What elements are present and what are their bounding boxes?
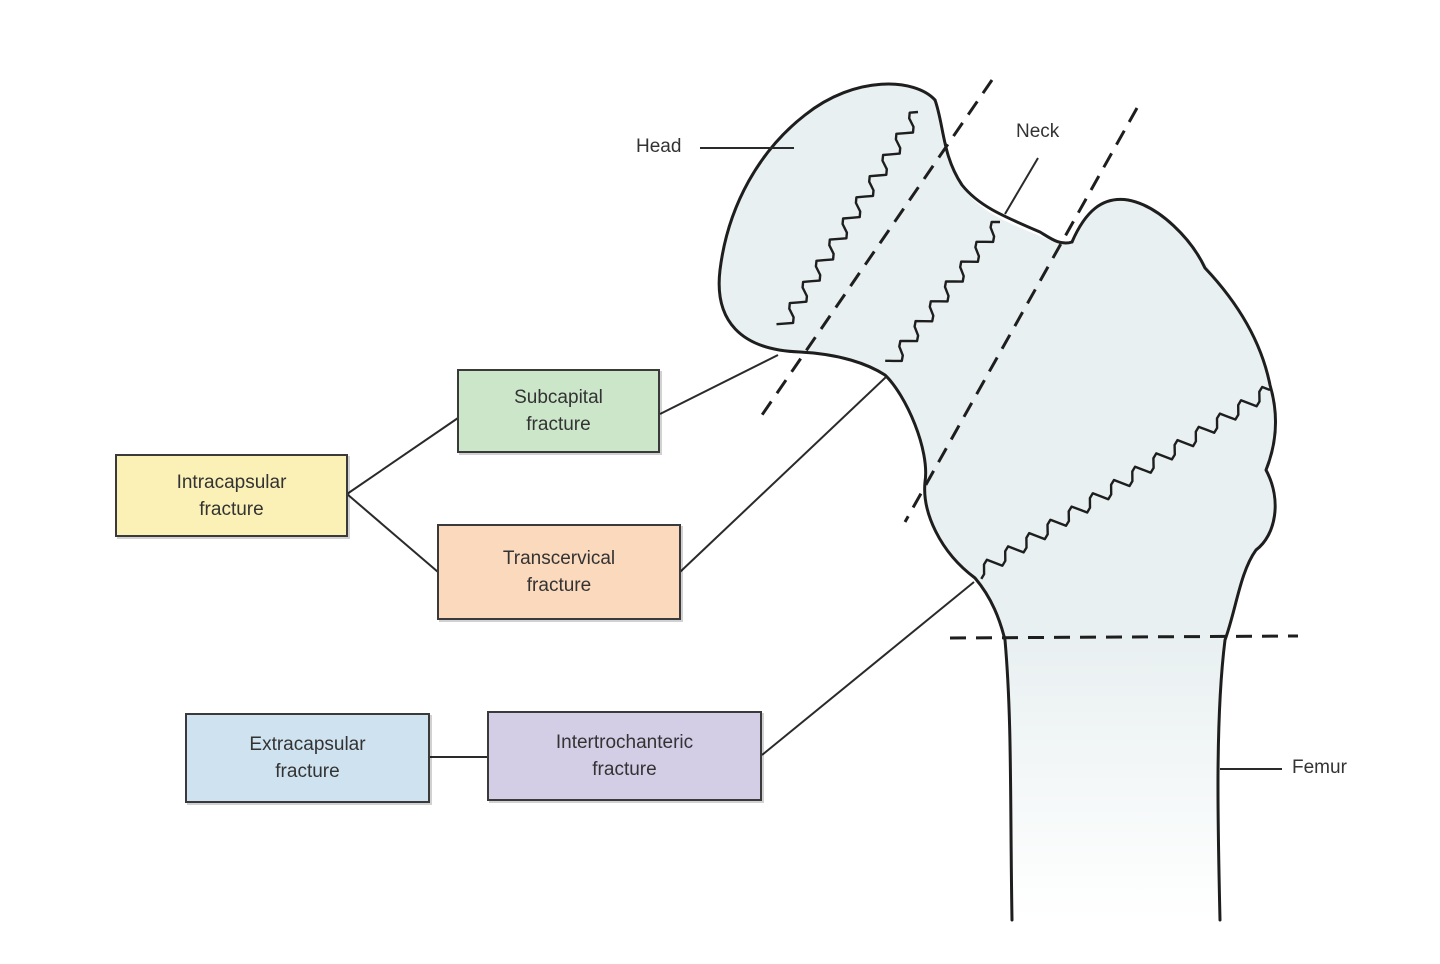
subcapital-fracture-line (776, 110, 919, 326)
capsule-dashed-line-1 (760, 79, 994, 416)
connector-subcapital-bone (659, 354, 779, 415)
neck-label: Neck (1016, 121, 1060, 142)
femur-neck-top-outline (933, 98, 1074, 245)
intertrochanteric-fracture-box: Intertrochanteric fracture (487, 711, 762, 801)
neck-leader-line (1004, 157, 1039, 215)
extracapsular-fracture-box: Extracapsular fracture (185, 713, 430, 803)
head-label: Head (636, 136, 682, 157)
femur-label: Femur (1292, 757, 1347, 778)
transcervical-fracture-box: Transcervical fracture (437, 524, 681, 620)
connector-transcervical-bone (679, 376, 887, 573)
intracapsular-fracture-box: Intracapsular fracture (115, 454, 348, 537)
connector-intracapsular-subcapital (346, 417, 459, 495)
connector-intracapsular-transcervical (346, 493, 439, 573)
femur-head-shape (719, 84, 1276, 640)
femur-lateral-outline (1070, 197, 1278, 922)
femur-medial-outline (798, 350, 1014, 922)
shaft-dashed-line (949, 634, 1299, 640)
connector-intertrochanteric-bone (761, 581, 975, 756)
subcapital-fracture-box: Subcapital fracture (457, 369, 660, 453)
transcervical-fracture-line (885, 220, 1001, 363)
femur-head-outline (717, 82, 937, 354)
capsule-dashed-line-2 (903, 107, 1139, 523)
intertrochanteric-fracture-line (980, 385, 1271, 580)
femur-shaft-shape (1005, 640, 1225, 920)
